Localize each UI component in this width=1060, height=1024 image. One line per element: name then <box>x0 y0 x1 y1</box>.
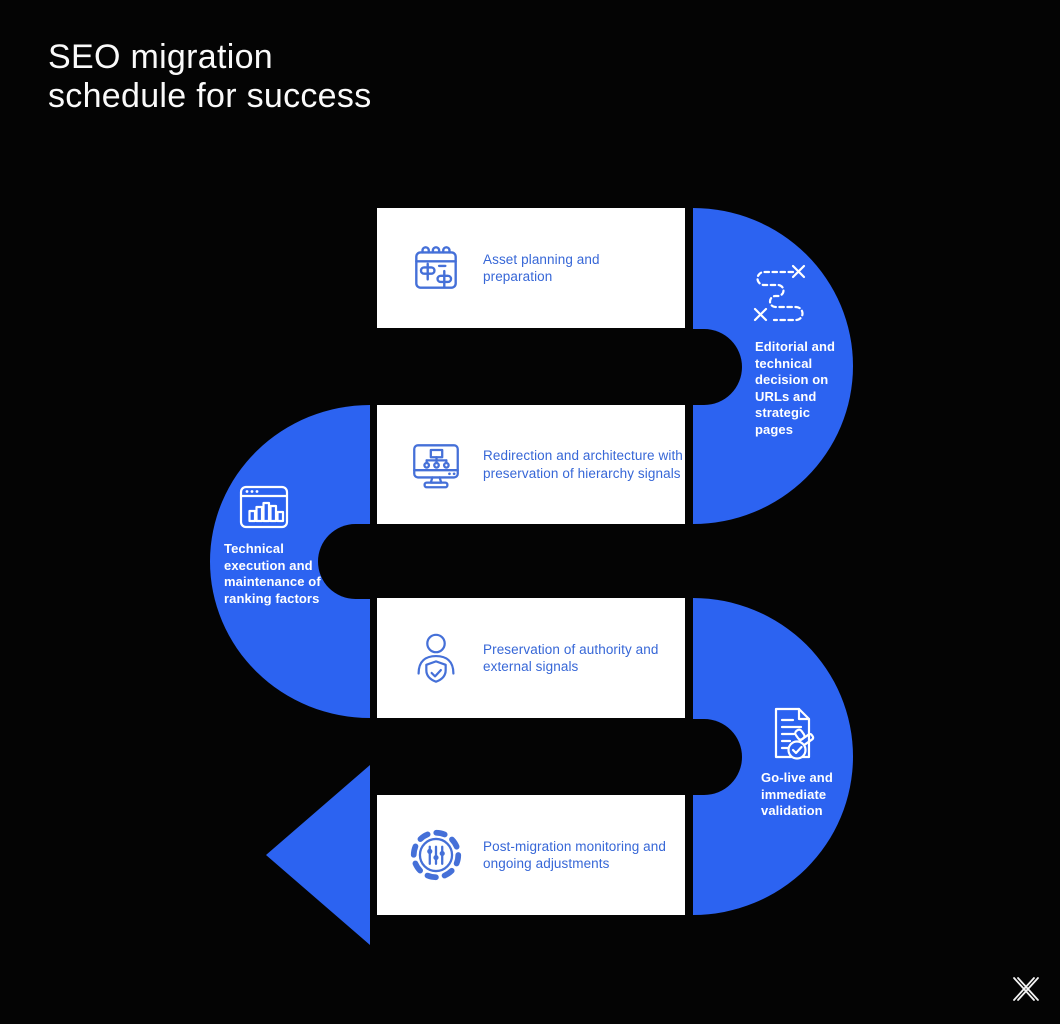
x-brand-logo-icon <box>1004 969 1044 1009</box>
step-label: Go-live and immediate validation <box>761 770 833 818</box>
browser-bar-chart-icon <box>236 481 292 533</box>
page-title-line-1: SEO migration <box>48 38 273 76</box>
route-crosses-icon <box>747 258 811 322</box>
calendar-planning-icon <box>407 239 465 297</box>
page-title: SEO migration schedule for success <box>48 38 372 116</box>
step-card-asset-planning: Asset planning and preparation <box>377 208 685 328</box>
step-label: Redirection and architecture with preser… <box>483 448 683 481</box>
step-label: Post-migration monitoring and ongoing ad… <box>483 838 666 872</box>
flow-connector-notch <box>684 329 742 405</box>
step-label: Asset planning and preparation <box>483 251 600 285</box>
gear-sliders-icon <box>407 826 465 884</box>
flow-connector-notch <box>684 719 742 795</box>
step-card-redirection-architecture: Redirection and architecture with preser… <box>377 405 685 524</box>
document-stamp-check-icon <box>763 702 823 764</box>
flow-connector-notch <box>318 524 378 599</box>
user-shield-check-icon <box>407 629 465 687</box>
step-label: Editorial and technical decision on URLs… <box>755 339 836 437</box>
step-card-post-migration-monitoring: Post-migration monitoring and ongoing ad… <box>377 795 685 915</box>
step-label: Technical execution and maintenance of r… <box>224 541 321 606</box>
step-card-authority-preservation: Preservation of authority and external s… <box>377 598 685 718</box>
monitor-sitemap-icon <box>407 436 465 494</box>
step-label: Preservation of authority and external s… <box>483 641 659 675</box>
page-title-line-2: schedule for success <box>48 77 372 115</box>
flow-end-arrow <box>266 765 370 945</box>
